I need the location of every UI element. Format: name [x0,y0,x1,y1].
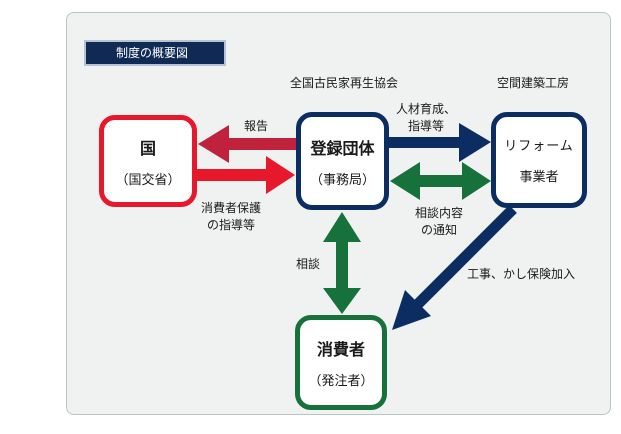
protection-label-line1: 消費者保護 [201,201,262,215]
reform-subtitle: 事業者 [519,170,559,185]
government-title: 国 [139,138,156,158]
consultation-arrow [323,212,361,314]
consumer-subtitle: （発注者） [308,374,374,389]
association-header: 全国古民家再生協会 [290,76,399,90]
protection-arrow [197,156,295,194]
organization-node: 登録団体 （事務局） [296,112,389,210]
report-arrow [198,125,296,163]
work-label: 工事、かし保険加入 [467,267,576,281]
training-label-line1: 人材育成、 [396,102,457,116]
notice-label-line1: 相談内容 [415,206,464,220]
government-subtitle: （国交省） [115,172,181,188]
training-label: 人材育成、 指導等 [396,101,456,135]
notice-label-line2: の通知 [421,223,458,237]
protection-label: 消費者保護 の指導等 [201,200,261,234]
organization-subtitle: （事務局） [309,172,375,188]
company-header: 空間建築工房 [497,76,570,90]
government-node: 国 （国交省） [99,115,197,207]
consumer-node: 消費者 （発注者） [295,315,387,410]
protection-label-line2: の指導等 [207,218,256,232]
reform-node: リフォーム 事業者 [491,112,587,208]
training-label-line2: 指導等 [408,119,445,133]
notice-label: 相談内容 の通知 [415,205,463,239]
reform-title: リフォーム [504,139,574,154]
training-arrow [389,123,491,162]
diagram-title-badge: 制度の概要図 [84,40,226,66]
consultation-label: 相談 [296,257,321,271]
report-label: 報告 [244,119,269,133]
notice-arrow [390,162,491,200]
consumer-title: 消費者 [316,340,365,359]
work-arrow [392,205,517,330]
organization-title: 登録団体 [310,138,375,158]
